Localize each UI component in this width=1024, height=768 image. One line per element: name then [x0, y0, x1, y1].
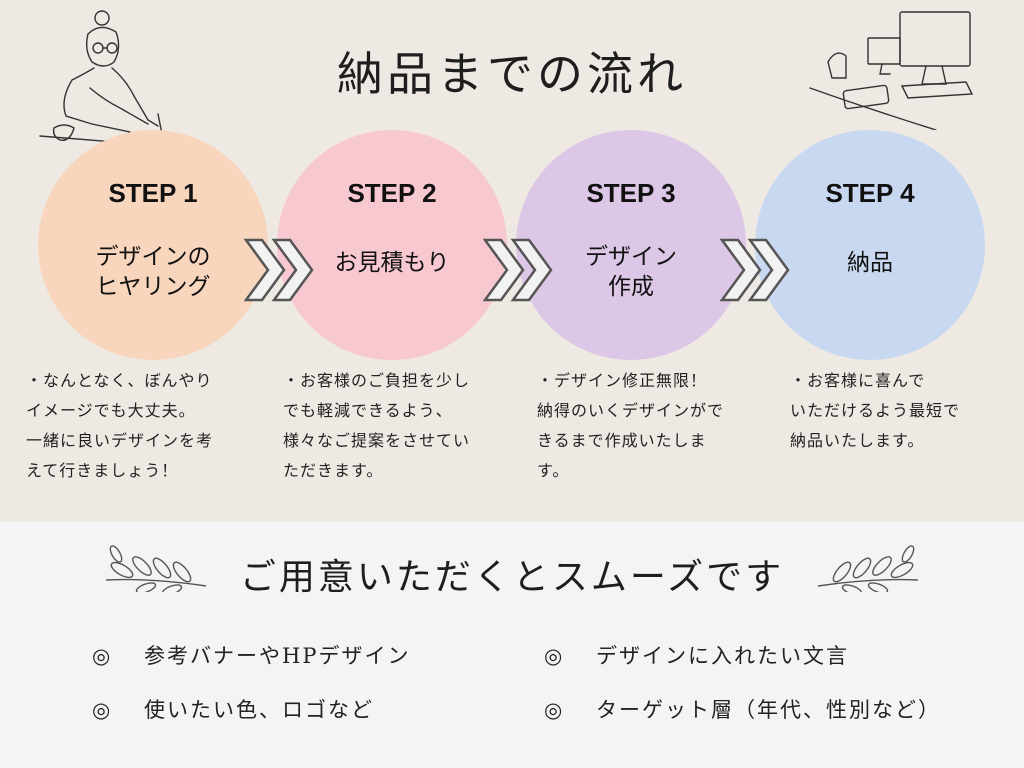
step-4-text: 納品: [847, 250, 893, 276]
bullet-icon: ◎: [92, 698, 113, 722]
list-item-text: 参考バナーやHPデザイン: [144, 644, 411, 668]
chevron-right-icon: [244, 238, 314, 302]
step-1-label: STEP 1: [108, 178, 198, 208]
desk-illustration: [809, 11, 974, 130]
bullet-icon: ◎: [544, 644, 565, 668]
step-1-text: デザインの ヒヤリング: [95, 244, 211, 300]
list-item-text: デザインに入れたい文言: [596, 644, 849, 668]
page-title: 納品までの流れ: [337, 47, 687, 101]
step-1-circle: STEP 1 デザインの ヒヤリング: [38, 130, 268, 360]
prep-section: [0, 522, 1024, 768]
list-item: ◎ デザインに入れたい文言: [544, 640, 849, 670]
prep-title: ご用意いただくとスムーズです: [239, 557, 785, 598]
step-3-text: デザイン 作成: [585, 244, 677, 300]
step-3-label: STEP 3: [586, 178, 676, 208]
step-3-circle: STEP 3 デザイン 作成: [516, 130, 746, 360]
list-item-text: 使いたい色、ロゴなど: [144, 698, 374, 722]
list-item-text: ターゲット層（年代、性別など）: [596, 698, 941, 722]
step-4-circle: STEP 4 納品: [755, 130, 985, 360]
list-item: ◎ 参考バナーやHPデザイン: [92, 640, 410, 670]
list-item: ◎ ターゲット層（年代、性別など）: [544, 694, 941, 724]
step-1-description: ・なんとなく、ぼんやり イメージでも大丈夫。 一緒に良いデザインを考 えて行きま…: [26, 371, 214, 480]
step-2-circle: STEP 2 お見積もり: [277, 130, 507, 360]
step-2-description: ・お客様のご負担を少し でも軽減できるよう、 様々なご提案をさせてい ただきます…: [283, 371, 471, 480]
leaf-icon: [105, 545, 207, 592]
step-4-description: ・お客様に喜んで いただけるよう最短で 納品いたします。: [790, 371, 961, 450]
chevron-right-icon: [720, 238, 790, 302]
step-4-label: STEP 4: [825, 178, 915, 208]
bullet-icon: ◎: [544, 698, 565, 722]
step-2-label: STEP 2: [347, 178, 437, 208]
chevron-right-icon: [483, 238, 553, 302]
step-2-text: お見積もり: [334, 250, 450, 276]
bullet-icon: ◎: [92, 644, 113, 668]
list-item: ◎ 使いたい色、ロゴなど: [92, 694, 374, 724]
step-3-description: ・デザイン修正無限！ 納得のいくデザインがで きるまで作成いたしま す。: [537, 371, 725, 480]
leaf-icon: [817, 545, 919, 592]
